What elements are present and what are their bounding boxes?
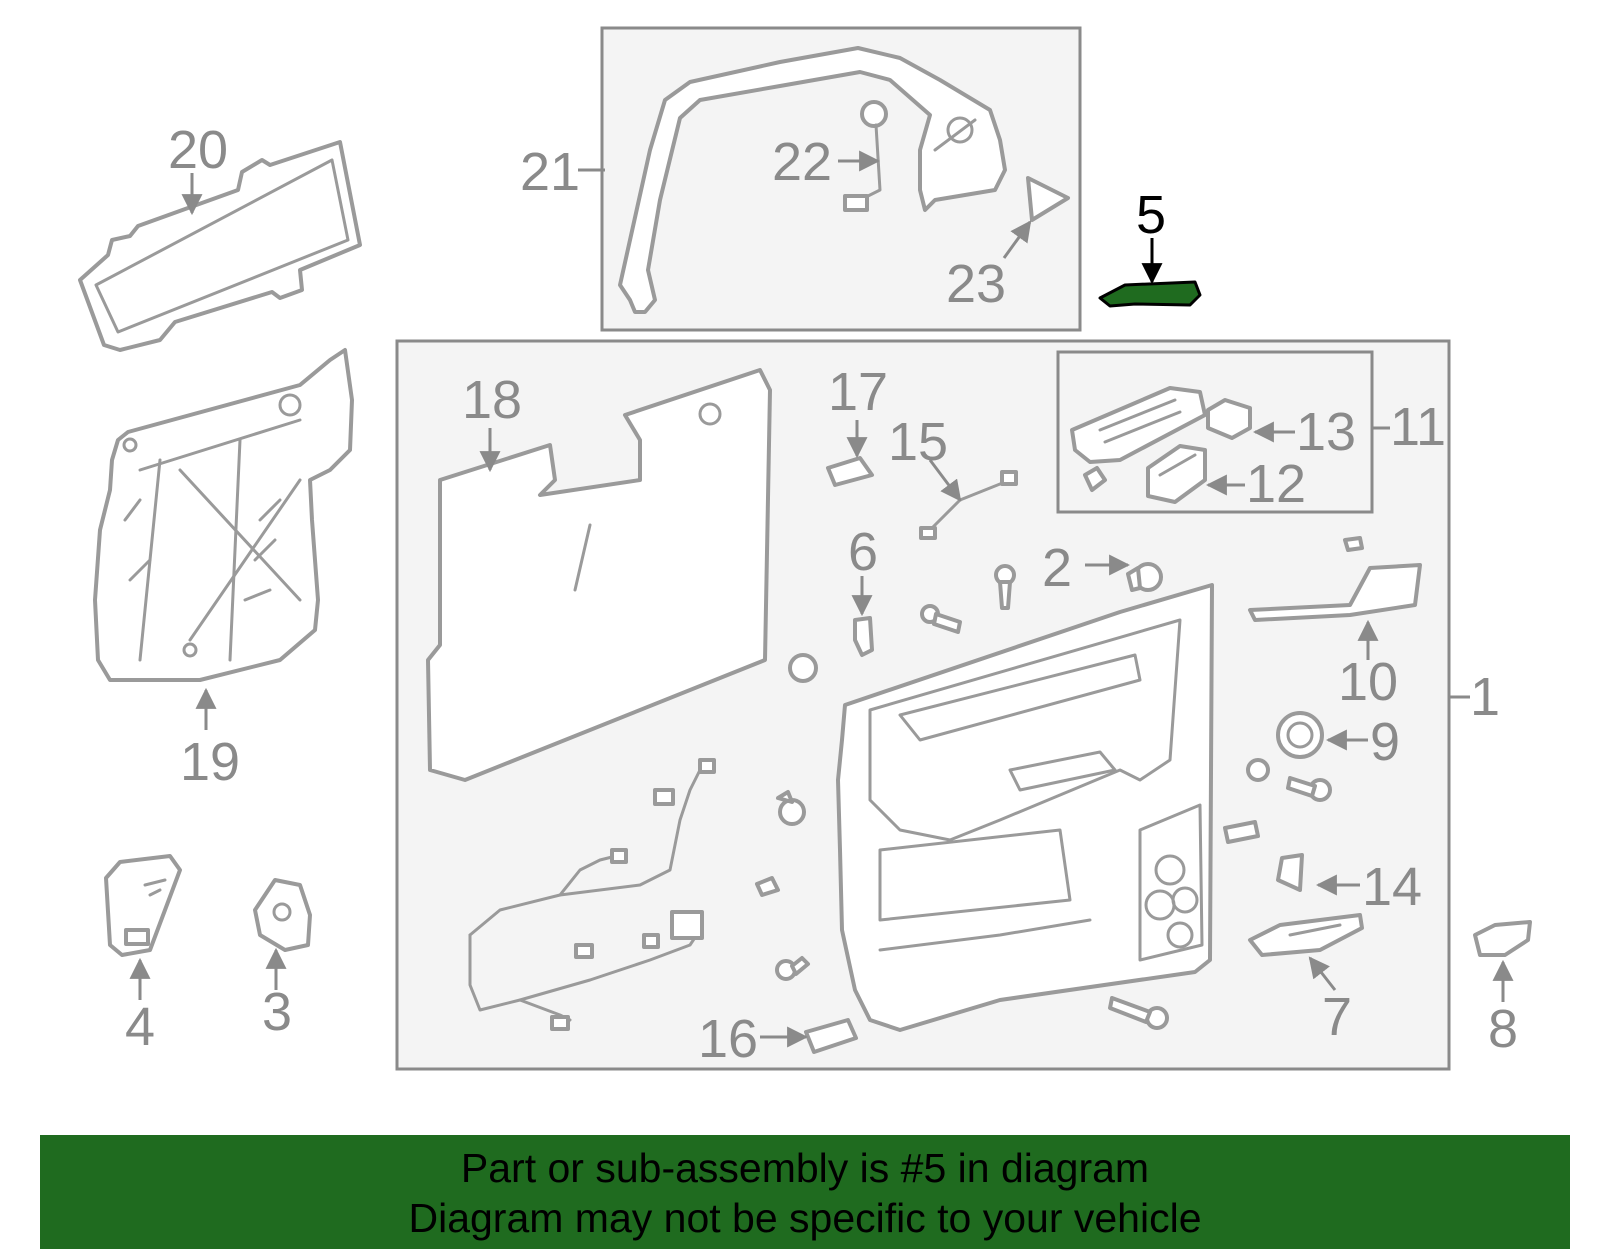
label-17: 17: [828, 362, 888, 422]
part-2-push-pin[interactable]: [1126, 562, 1163, 592]
label-7: 7: [1322, 987, 1352, 1047]
part-10-trim-strip[interactable]: [1248, 536, 1422, 622]
label-23: 23: [946, 254, 1006, 314]
part-4-switch-bezel[interactable]: [104, 854, 182, 957]
part-19-window-regulator[interactable]: [93, 348, 354, 682]
label-22: 22: [772, 132, 832, 192]
part-22-tweeter-wire[interactable]: [843, 100, 888, 212]
label-3: 3: [262, 982, 292, 1042]
label-18: 18: [462, 370, 522, 430]
leader-lines: [129, 150, 1514, 1048]
label-21: 21: [520, 142, 580, 202]
label-9: 9: [1370, 712, 1400, 772]
label-5: 5: [1136, 185, 1166, 245]
part-15-harness-lead[interactable]: [919, 470, 1018, 540]
part-7-handle-bezel[interactable]: [1248, 913, 1364, 957]
banner-line-disclaimer: Diagram may not be specific to your vehi…: [408, 1195, 1202, 1241]
fastener-bolt-b[interactable]: [994, 564, 1016, 610]
label-1: 1: [1470, 667, 1500, 727]
label-11: 11: [1390, 397, 1446, 457]
fastener-bolt-a[interactable]: [920, 604, 962, 634]
label-12: 12: [1246, 454, 1306, 514]
part-17-pad[interactable]: [826, 456, 874, 487]
label-20: 20: [168, 120, 228, 180]
label-19: 19: [180, 732, 240, 792]
callout-labels: 20 19 21 22 23 5 18 17 15 6 2 13 11 12 1…: [125, 120, 1518, 1069]
part-16-block[interactable]: [804, 1018, 858, 1054]
banner-line-part: Part or sub-assembly is #5 in diagram: [460, 1145, 1150, 1191]
label-14: 14: [1362, 857, 1422, 917]
part-8-cover[interactable]: [1473, 920, 1532, 957]
label-6: 6: [848, 522, 878, 582]
door-wire-harness[interactable]: [468, 758, 716, 1031]
fastener-screw-c[interactable]: [775, 956, 810, 981]
fastener-bolt-d[interactable]: [1108, 996, 1169, 1030]
fastener-clip-c[interactable]: [755, 876, 780, 897]
part-1-door-trim-panel[interactable]: [836, 583, 1214, 1032]
label-10: 10: [1338, 652, 1398, 712]
part-5-highlighted[interactable]: [1098, 280, 1202, 308]
label-15: 15: [888, 412, 948, 472]
label-16: 16: [698, 1009, 758, 1069]
info-banner: Part or sub-assembly is #5 in diagram Di…: [40, 1135, 1570, 1249]
part-6-clip[interactable]: [853, 616, 874, 657]
fastener-nut-a[interactable]: [788, 653, 818, 683]
part-12-switch[interactable]: [1146, 444, 1207, 504]
label-2: 2: [1042, 538, 1072, 598]
part-23-triangle-cover[interactable]: [1026, 176, 1070, 222]
label-13: 13: [1296, 402, 1356, 462]
fastener-push-pin-b[interactable]: [776, 790, 806, 826]
part-3-bracket[interactable]: [253, 878, 312, 952]
part-13-switch[interactable]: [1206, 398, 1252, 440]
label-8: 8: [1488, 999, 1518, 1059]
part-20-water-deflector[interactable]: [78, 140, 362, 352]
part-18-vapor-barrier[interactable]: [426, 368, 772, 782]
label-4: 4: [125, 997, 155, 1057]
part-9-speaker[interactable]: [1246, 711, 1332, 802]
part-14-pad[interactable]: [1223, 820, 1304, 892]
part-11-switch-assembly[interactable]: [1070, 386, 1207, 492]
part-21-upper-trim[interactable]: [618, 46, 1007, 314]
